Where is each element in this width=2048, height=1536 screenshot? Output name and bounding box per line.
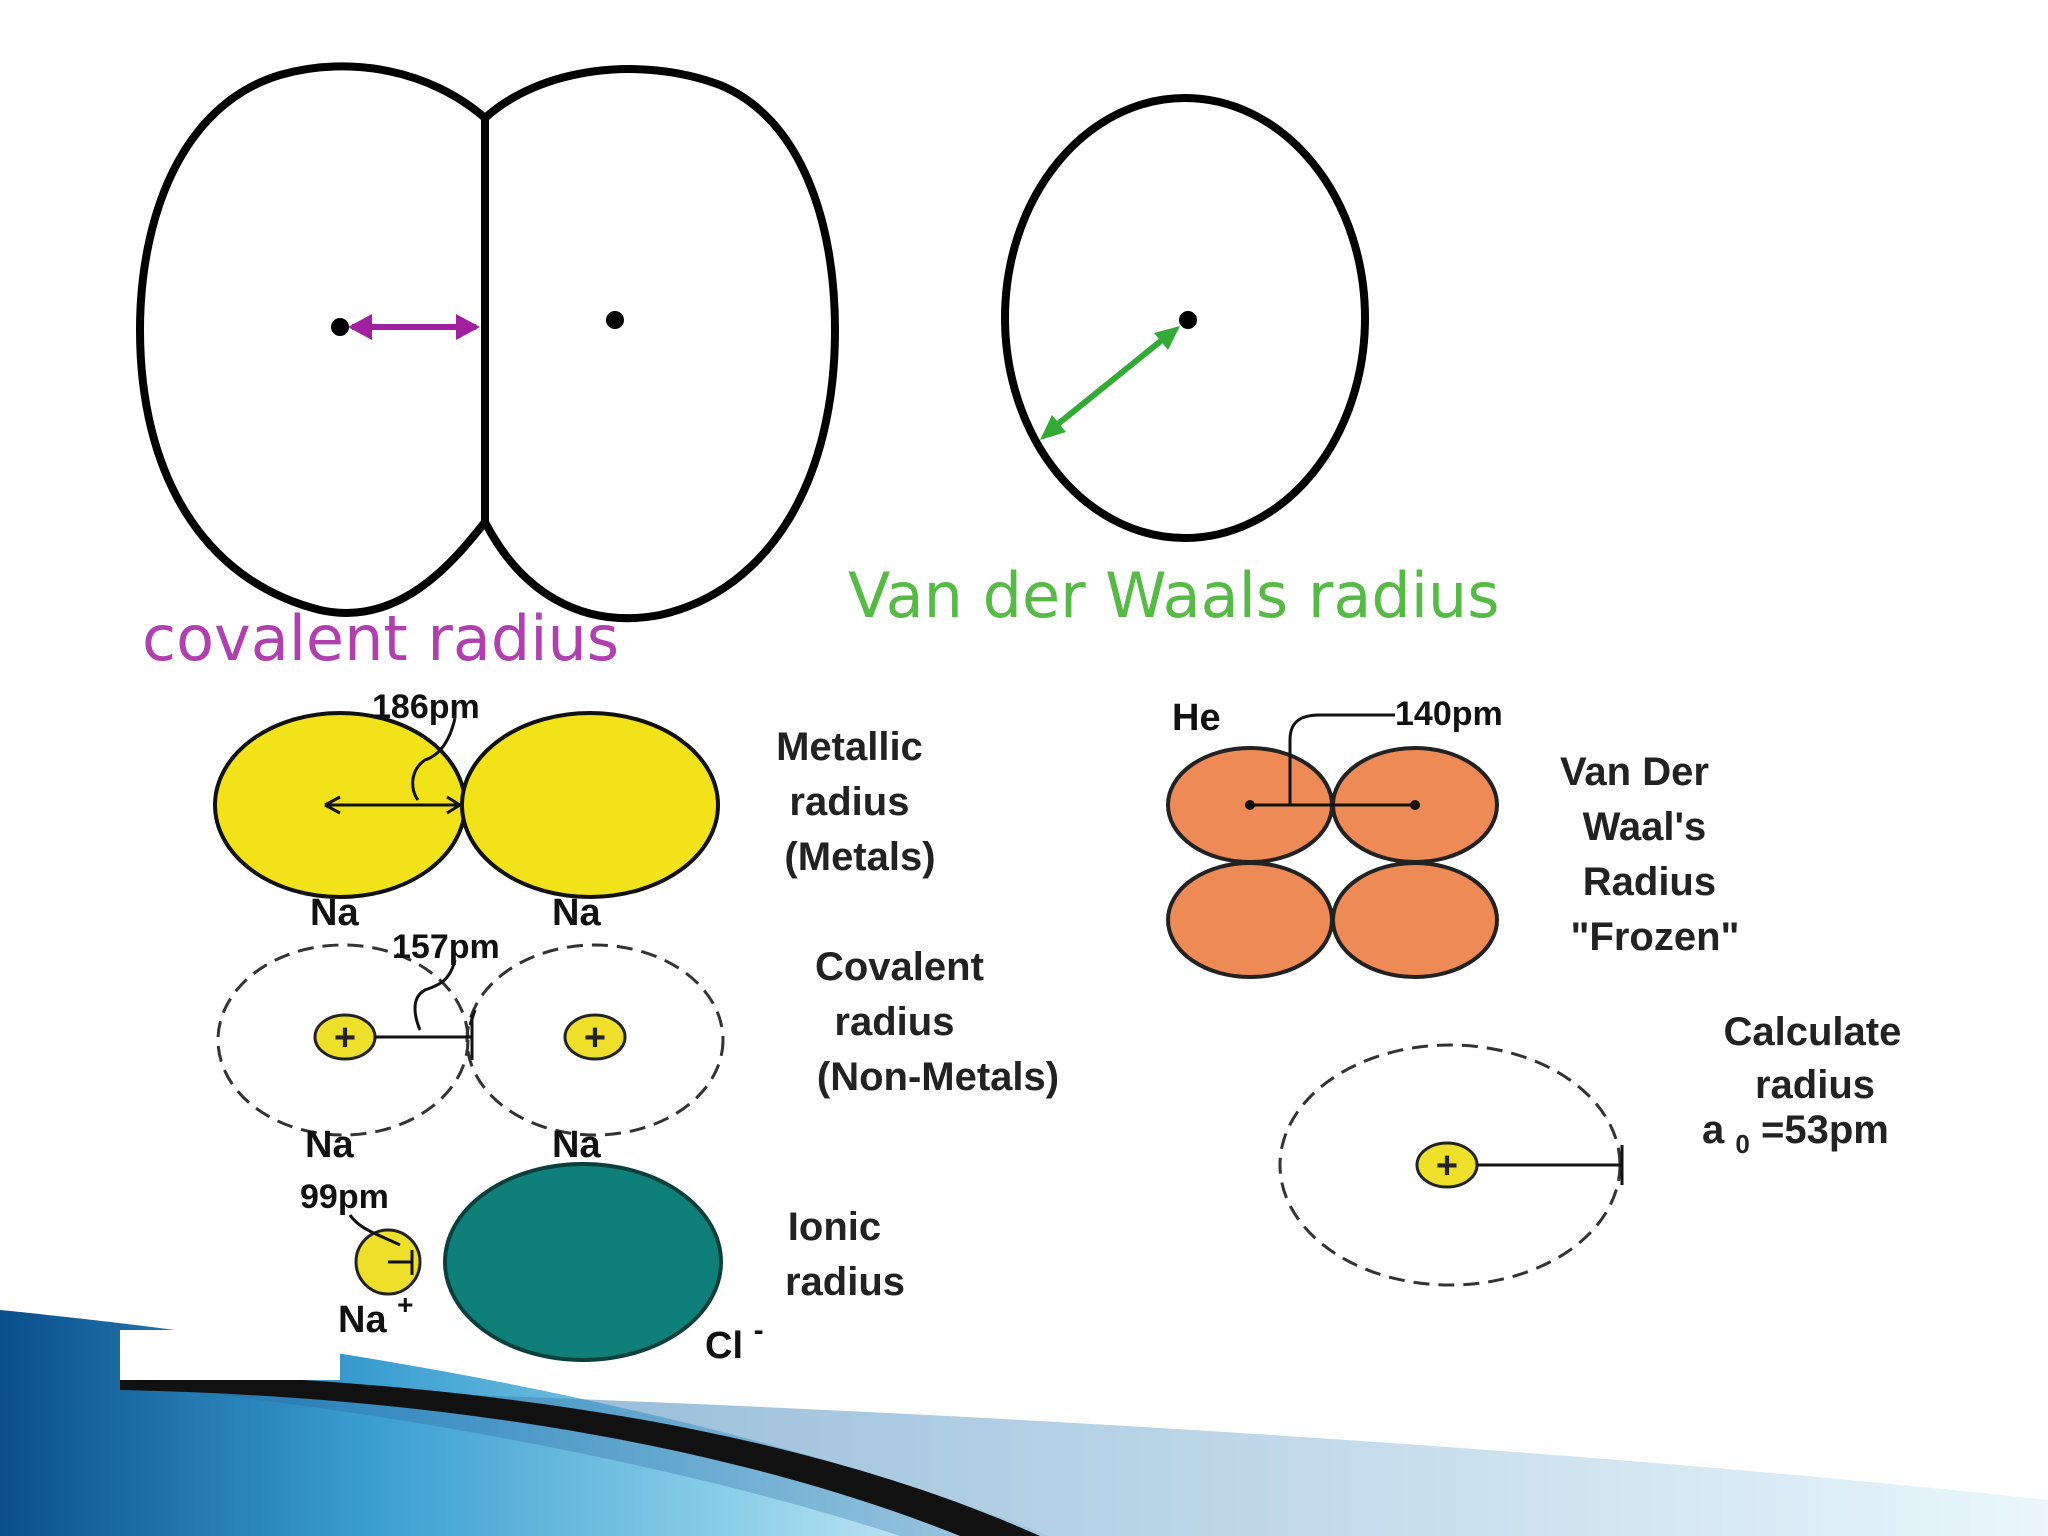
vdw-nucleus-dot: [1179, 311, 1197, 329]
plus-icon: +: [584, 1017, 606, 1059]
metallic-atom-right-label: Na: [552, 892, 601, 934]
plus-icon: +: [334, 1017, 356, 1059]
metallic-distance-label: 186pm: [372, 688, 480, 726]
bohr-radius-formula: a 0 =53pm: [1702, 1108, 1889, 1162]
ionic-label-line: radius: [785, 1260, 905, 1304]
slide-swoosh-decoration: [0, 1310, 2048, 1536]
helium-element-label: He: [1172, 697, 1221, 739]
right-atom-outline: [485, 69, 835, 618]
helium-nucleus-dot: [1410, 800, 1420, 810]
calculated-radius-label: Calculate radius: [1724, 1010, 1913, 1107]
covalent-nucleus-left: +: [315, 1015, 375, 1059]
left-nucleus-dot: [331, 318, 349, 336]
vdw-frozen-label: Van Der Waal's Radius "Frozen": [1560, 750, 1740, 959]
vdw-frozen-label-line: Van Der: [1560, 750, 1709, 794]
right-nucleus-dot: [606, 311, 624, 329]
helium-distance-label: 140pm: [1395, 695, 1503, 733]
anion-circle: [445, 1164, 721, 1360]
covalent-radius-line: [375, 1015, 472, 1060]
metallic-radius-label: Metallic radius (Metals): [776, 725, 935, 879]
covalent-radius-label: Covalent radius (Non-Metals): [815, 945, 1059, 1099]
vdw-frozen-label-line: Radius: [1583, 860, 1716, 904]
covalent-radius-arrow: [348, 314, 480, 340]
cation-symbol: Na: [338, 1299, 387, 1341]
helium-atom: [1333, 863, 1497, 977]
helium-nucleus-dot: [1245, 800, 1255, 810]
calculated-label-line: Calculate: [1724, 1010, 1902, 1054]
formula-symbol: a: [1702, 1108, 1725, 1152]
helium-atom: [1168, 863, 1332, 977]
ionic-distance-label: 99pm: [300, 1178, 389, 1216]
covalent-nucleus-right: +: [565, 1015, 625, 1059]
covalent-label-line: (Non-Metals): [817, 1055, 1059, 1099]
left-atom-outline: [140, 66, 485, 613]
formula-subscript: 0: [1735, 1129, 1749, 1159]
cation-charge: +: [397, 1289, 413, 1320]
vdw-frozen-label-line: "Frozen": [1570, 915, 1739, 959]
covalent-atom-right-label: Na: [552, 1124, 601, 1166]
plus-icon: +: [1436, 1145, 1458, 1187]
anion-label: Cl -: [705, 1314, 764, 1367]
calculated-label-line: radius: [1755, 1063, 1875, 1107]
na-atom-right: [462, 713, 718, 897]
ionic-radius-figure: 99pm Na + Cl - Ionic radius: [300, 1164, 905, 1367]
vdw-radius-arrow: [1040, 326, 1180, 440]
calculated-nucleus: +: [1417, 1143, 1477, 1187]
cation-label: Na +: [338, 1289, 414, 1341]
image-white-backing: [120, 1330, 340, 1380]
metallic-radius-figure: 186pm Na Na Metallic radius (Metals): [215, 688, 936, 934]
calculated-radius-line: [1478, 1145, 1622, 1185]
calculated-radius-figure: + Calculate radius a 0 =53pm: [1280, 1010, 1912, 1285]
vdw-frozen-figure: He 140pm Van Der Waal's Radius "Frozen": [1168, 695, 1740, 977]
metallic-label-line: (Metals): [784, 835, 935, 879]
covalent-radius-figure: covalent radius: [140, 66, 835, 675]
metallic-atom-left-label: Na: [310, 892, 359, 934]
covalent-radius-caption: covalent radius: [142, 602, 619, 675]
vdw-radius-figure: Van der Waals radius: [848, 98, 1500, 632]
covalent-label-line: Covalent: [815, 945, 984, 989]
ionic-radius-label: Ionic radius: [785, 1205, 905, 1304]
anion-charge: -: [754, 1314, 764, 1347]
vdw-radius-caption: Van der Waals radius: [848, 559, 1500, 632]
covalent-distance-label: 157pm: [392, 928, 500, 966]
metallic-label-line: radius: [789, 780, 909, 824]
covalent-label-line: radius: [834, 1000, 954, 1044]
formula-value: =53pm: [1761, 1108, 1889, 1152]
ionic-label-line: Ionic: [788, 1205, 881, 1249]
vdw-frozen-label-line: Waal's: [1583, 805, 1707, 849]
covalent-leader-line: [415, 960, 475, 1030]
covalent-nonmetal-figure: + + 157pm Na Na Covalent radius (Non-Met…: [218, 928, 1059, 1166]
covalent-atom-left-label: Na: [305, 1124, 354, 1166]
metallic-label-line: Metallic: [776, 725, 923, 769]
anion-symbol: Cl: [705, 1325, 743, 1367]
